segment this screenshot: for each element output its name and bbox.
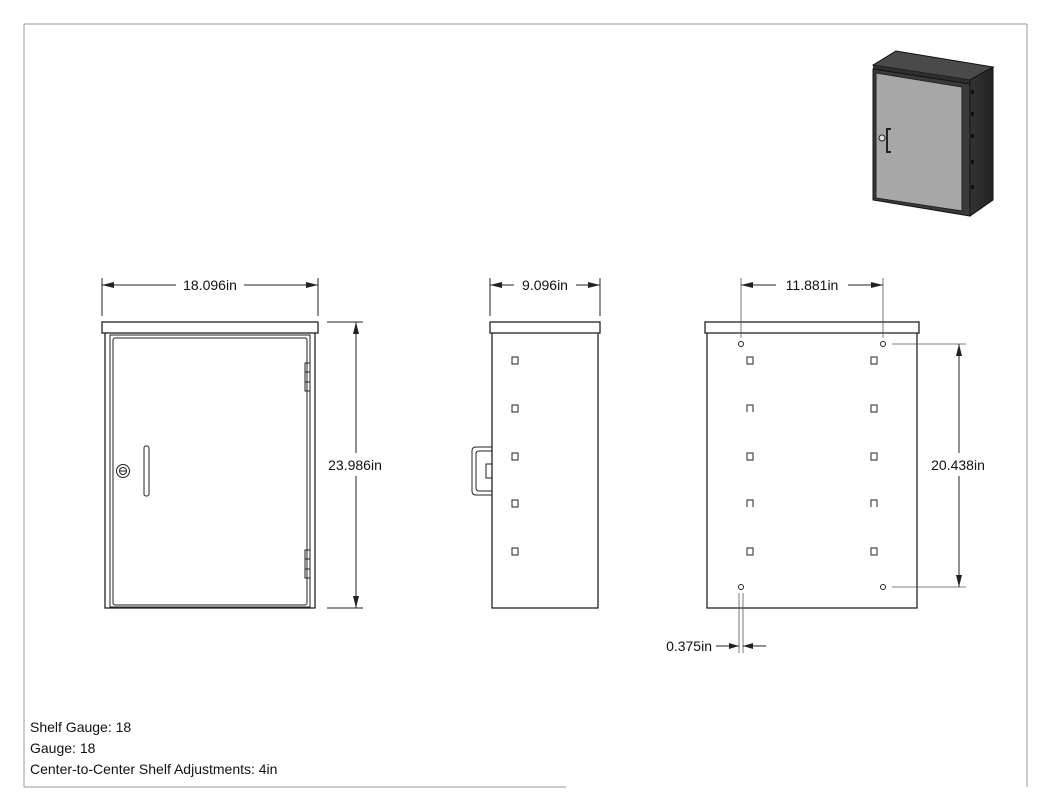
back-view [704,321,920,609]
dimension-front-width: 18.096in [101,277,319,316]
dimension-label: 0.375in [666,638,712,654]
drawing-frame [23,23,1028,788]
dimension-hole-spacing-vertical: 20.438in [892,343,985,588]
dimension-side-depth: 9.096in [489,277,601,316]
dimension-hole-spacing-horizontal: 11.881in [740,277,884,338]
lock-icon [116,464,130,478]
note-shelf-gauge: Shelf Gauge: 18 [30,719,132,735]
front-view [101,321,319,609]
note-shelf-adjustments: Center-to-Center Shelf Adjustments: 4in [30,761,278,777]
door-handle [143,445,150,497]
dimension-label: 9.096in [522,277,568,293]
side-view [471,321,601,609]
note-gauge: Gauge: 18 [30,740,96,756]
isometric-view [871,50,995,217]
side-handle [471,446,493,496]
hinge [304,549,311,579]
dimension-label: 18.096in [183,277,237,293]
dimension-hole-diameter: 0.375in [666,593,766,654]
dimension-label: 11.881in [786,277,839,293]
dimension-overall-height: 23.986in [327,321,382,609]
hinge [304,362,311,392]
dimension-label: 23.986in [328,457,382,473]
dimension-label: 20.438in [931,457,985,473]
